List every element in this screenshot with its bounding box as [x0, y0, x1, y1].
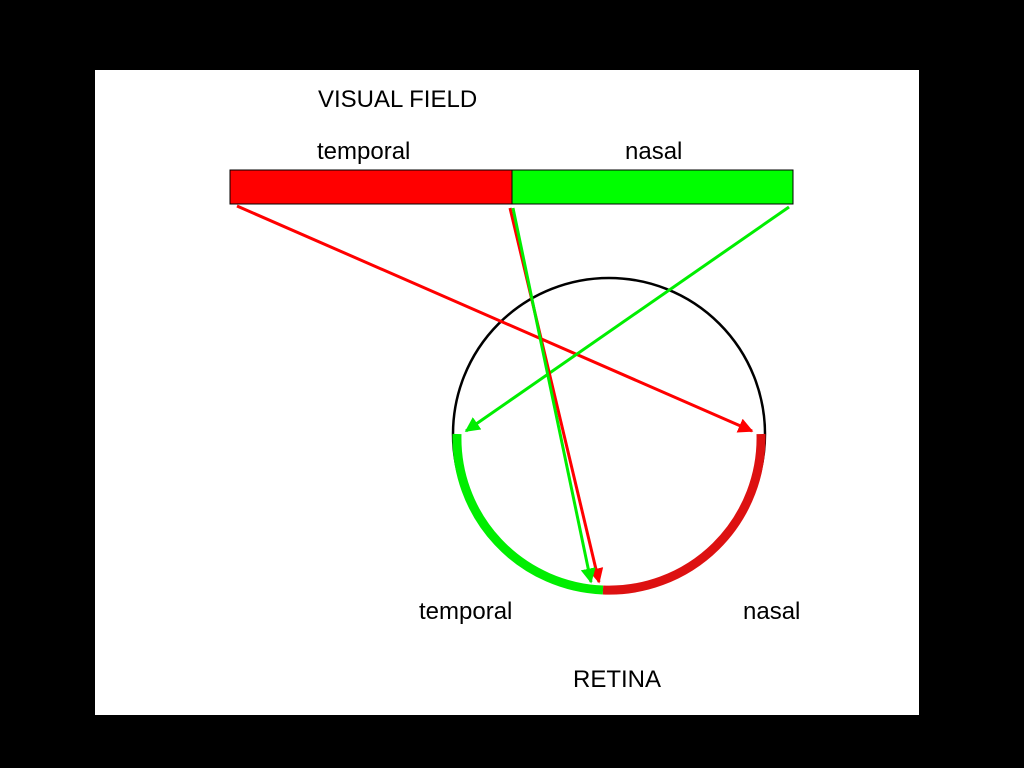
- slide-canvas: VISUAL FIELD temporal nasal temporal nas…: [95, 70, 919, 715]
- visual-field-temporal-bar: [229, 169, 513, 205]
- retina-temporal-label: temporal: [419, 598, 513, 625]
- diagram-title: VISUAL FIELD: [318, 86, 478, 113]
- retina-nasal-label: nasal: [743, 598, 801, 625]
- center-green-ray: [511, 207, 596, 584]
- visual-field-nasal-label: nasal: [625, 138, 683, 165]
- retina-caption: RETINA: [573, 666, 662, 693]
- nasal-edge-ray: [464, 205, 790, 433]
- retina-temporal-arc: [452, 433, 604, 595]
- visual-field-retina-diagram: [229, 169, 794, 595]
- retina-nasal-arc: [602, 433, 766, 595]
- temporal-edge-ray: [236, 204, 754, 433]
- visual-field-nasal-bar: [511, 169, 794, 205]
- visual-field-temporal-label: temporal: [317, 138, 411, 165]
